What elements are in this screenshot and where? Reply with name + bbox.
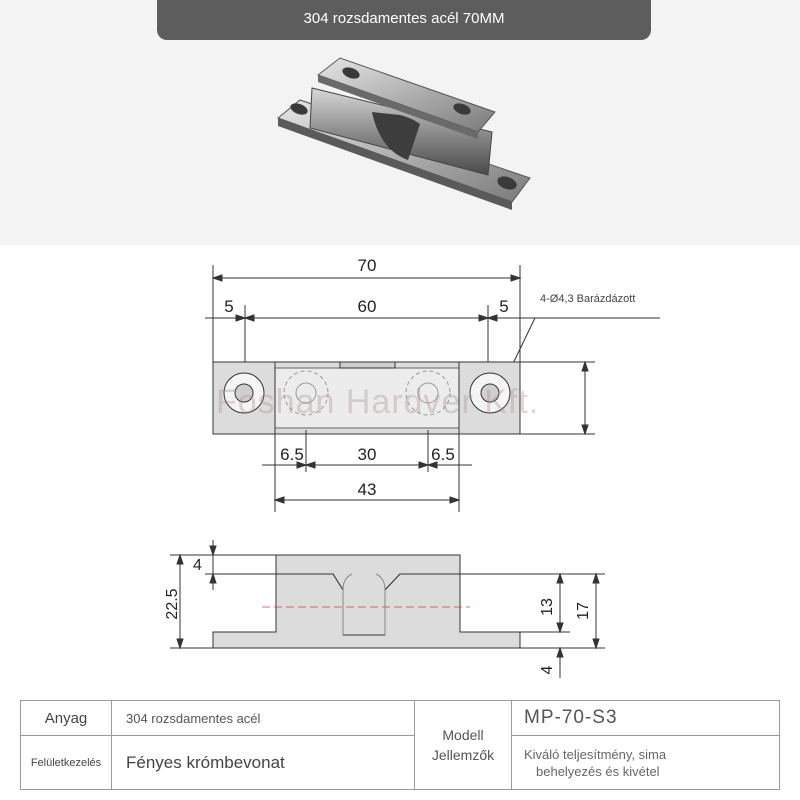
product-photo xyxy=(276,57,531,210)
hole-note-label: 4-Ø4,3 Barázdázott xyxy=(540,293,635,305)
material-value: 304 rozsdamentes acél xyxy=(111,699,415,737)
dim-inner-right-label: 6.5 xyxy=(431,445,455,464)
dim-side-right-label: 5 xyxy=(499,297,508,316)
spec-row-material: Anyag 304 rozsdamentes acél Modell Jelle… xyxy=(20,699,780,790)
features-label: Jellemzők xyxy=(431,747,495,763)
technical-drawing: 70 5 60 5 4-Ø4,3 Barázdázott 6.5 30 6.5 … xyxy=(164,256,660,678)
dim-inner-mid-label: 30 xyxy=(358,445,377,464)
material-label: Anyag xyxy=(20,699,112,737)
dim-side-left-label: 5 xyxy=(224,297,233,316)
dim-middle-label: 60 xyxy=(358,297,377,316)
dim-outer-height-label: 17 xyxy=(575,602,592,620)
dim-inner-left-label: 6.5 xyxy=(280,445,304,464)
finish-label: Felületkezelés xyxy=(20,735,112,790)
dim-top-thickness-label: 4 xyxy=(193,557,202,574)
dim-inner-total-label: 43 xyxy=(358,480,377,499)
model-features-label: Modell Jellemzők xyxy=(414,700,512,790)
model-label: Modell xyxy=(442,727,484,743)
dim-inner-height-label: 13 xyxy=(539,598,556,616)
dim-base-thickness-label: 4 xyxy=(539,665,556,674)
features-line-1: Kiváló teljesítmény, sima xyxy=(524,746,667,762)
title-bar: 304 rozsdamentes acél 70MM xyxy=(157,0,651,40)
finish-value: Fényes krómbevonat xyxy=(111,735,415,790)
features-value: Kiváló teljesítmény, sima behelyezés és … xyxy=(511,735,780,790)
dim-total-height-label: 22.5 xyxy=(164,588,181,619)
product-photo-area xyxy=(0,0,800,245)
spec-table: Anyag 304 rozsdamentes acél Modell Jelle… xyxy=(20,699,780,790)
dim-total-label: 70 xyxy=(358,256,377,275)
model-value: MP-70-S3 xyxy=(511,699,780,737)
features-line-2: behelyezés és kivétel xyxy=(536,763,660,779)
spec-row-finish: Felületkezelés Fényes krómbevonat Kiváló… xyxy=(20,735,780,790)
